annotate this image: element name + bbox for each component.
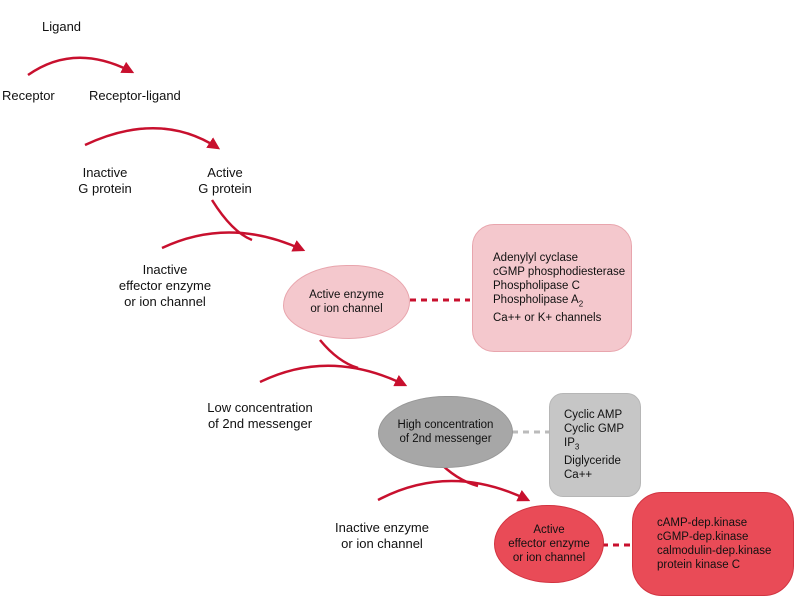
enzyme-item: Adenylyl cyclase [493, 251, 579, 264]
box-effector-enzymes: Adenylyl cyclase cGMP phosphodiesterase … [472, 224, 632, 352]
box-second-messengers: Cyclic AMP Cyclic GMP IP3 Diglyceride Ca… [549, 393, 641, 497]
messenger-item: Cyclic AMP [564, 408, 623, 421]
kinase-item: calmodulin-dep.kinase [657, 545, 772, 557]
enzyme-item: Ca++ or K+ channels [493, 312, 602, 325]
enzyme-item: cGMP phosphodiesterase [493, 265, 626, 278]
label-ligand: Ligand [42, 19, 82, 34]
arrow-ligand-binding [27, 56, 135, 77]
arrow-effector-activation [161, 231, 306, 252]
kinase-item: cGMP-dep.kinase [657, 531, 749, 543]
messenger-item: IP3 [564, 436, 580, 452]
arrow-second-messenger-production [259, 364, 408, 387]
enzyme-item: Phospholipase A2 [493, 293, 584, 309]
label-receptor: Receptor [2, 88, 55, 103]
arrow-enzyme-to-messenger [319, 339, 359, 370]
box-kinases: cAMP-dep.kinase cGMP-dep.kinase calmodul… [632, 492, 794, 596]
arrow-g-protein-activation [84, 126, 221, 150]
enzyme-item: Phospholipase C [493, 279, 580, 292]
arrow-g-to-effector [210, 199, 253, 242]
messenger-item: Ca++ [564, 469, 593, 482]
label-receptor-ligand: Receptor-ligand [89, 88, 181, 103]
messenger-item: Cyclic GMP [564, 422, 625, 435]
arrow-enzyme-activation [377, 479, 531, 502]
kinase-item: protein kinase C [657, 559, 741, 571]
kinase-item: cAMP-dep.kinase [657, 517, 748, 529]
messenger-item: Diglyceride [564, 455, 621, 468]
